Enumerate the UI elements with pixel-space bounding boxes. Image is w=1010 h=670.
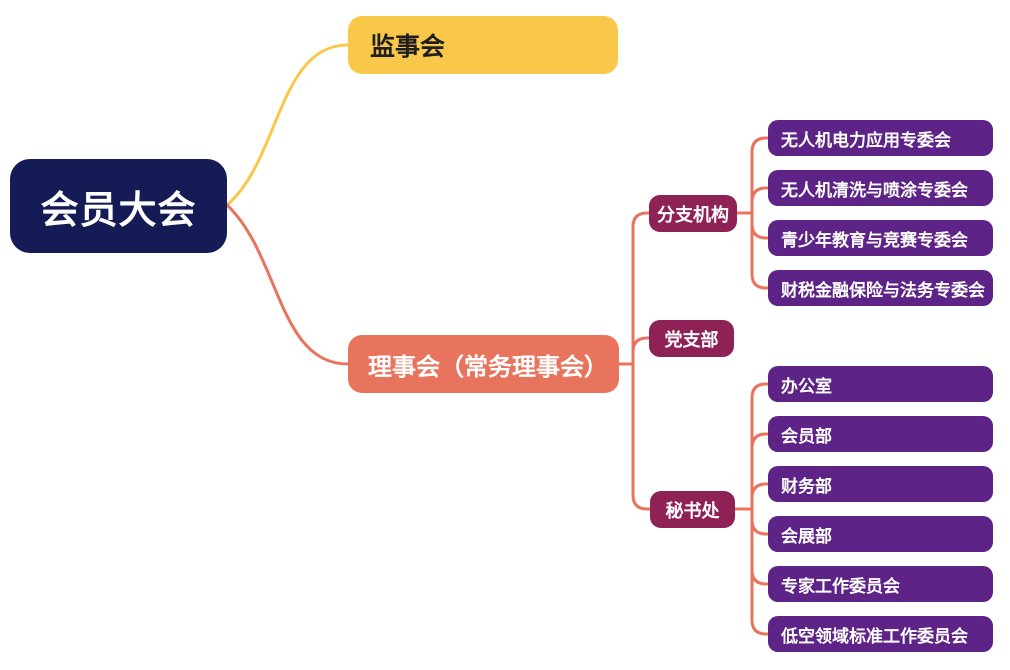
edge-branch-to-committee-2 [750, 186, 770, 215]
party-branch-node: 党支部 [649, 320, 734, 357]
department-node: 专家工作委员会 [768, 566, 993, 602]
council-node: 理事会（常务理事会） [348, 335, 619, 393]
edge-root-to-supervisory [225, 43, 350, 207]
committee-node: 财税金融保险与法务专委会 [768, 270, 993, 306]
branch-organizations-node: 分支机构 [649, 195, 737, 232]
edge-council-to-secretariat [631, 362, 652, 511]
edge-council-to-party [631, 336, 651, 366]
department-node: 办公室 [768, 366, 993, 402]
supervisory-board-node: 监事会 [348, 16, 618, 74]
committee-node: 青少年教育与竞赛专委会 [768, 220, 993, 256]
root-node-member-assembly: 会员大会 [10, 159, 227, 253]
edge-secretariat-to-dept-6 [750, 507, 770, 636]
department-node: 低空领域标准工作委员会 [768, 616, 993, 652]
edge-secretariat-to-dept-5 [750, 507, 770, 586]
edge-branch-to-committee-3 [750, 211, 770, 240]
department-node: 财务部 [768, 466, 993, 502]
edge-branch-to-committee-1 [750, 136, 770, 215]
edge-secretariat-to-dept-4 [750, 507, 770, 536]
edge-branch-to-committee-4 [750, 211, 770, 290]
committee-node: 无人机清洗与喷涂专委会 [768, 170, 993, 206]
edge-secretariat-to-dept-2 [750, 432, 770, 511]
secretariat-node: 秘书处 [650, 491, 735, 528]
committee-node: 无人机电力应用专委会 [768, 120, 993, 156]
edge-secretariat-to-dept-1 [750, 382, 770, 511]
department-node: 会员部 [768, 416, 993, 452]
edge-secretariat-to-dept-3 [750, 482, 770, 511]
department-node: 会展部 [768, 516, 993, 552]
edge-root-to-council [225, 203, 350, 366]
edge-council-to-branch-org [631, 211, 651, 366]
